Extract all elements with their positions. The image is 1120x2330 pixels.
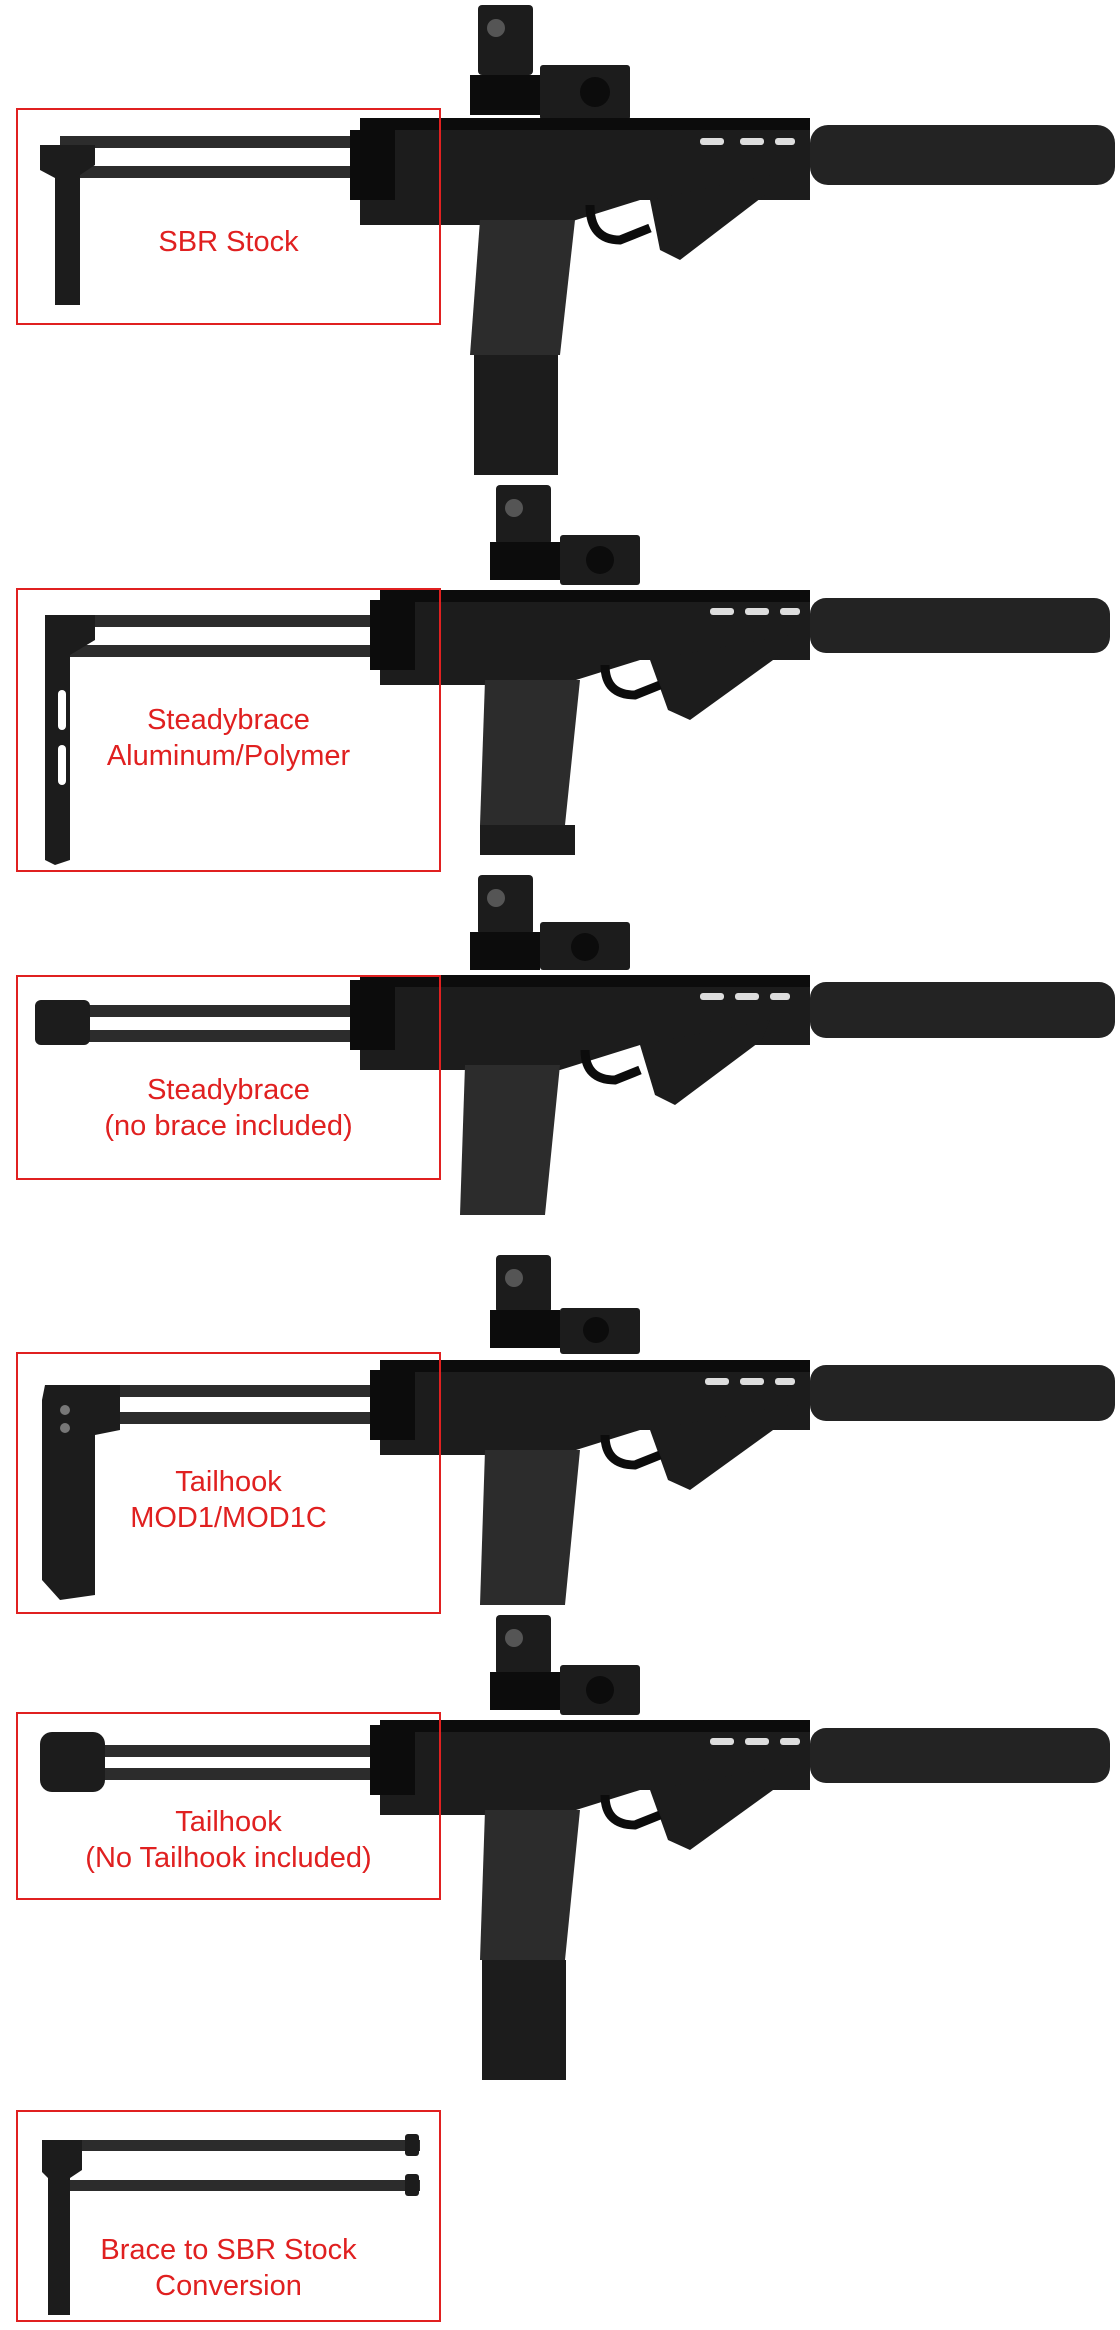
rifle-tailhook-mod1 [42,1255,1115,1605]
tailhook-brace [42,1370,415,1600]
pistol-grip [470,220,575,355]
rifle-steadybrace-no-brace [35,875,1115,1215]
red-dot-sight [470,875,630,970]
angled-foregrip [650,175,770,260]
red-dot-sight [470,5,630,120]
label-box-conversion: Brace to SBR Stock Conversion [16,2110,441,2322]
magazine [482,1960,566,2080]
label-box-tailhook-mod1: Tailhook MOD1/MOD1C [16,1352,441,1614]
conversion-kit [42,2134,420,2315]
label-tailhook-mod1: Tailhook MOD1/MOD1C [130,1466,327,1534]
receiver [380,1372,810,1455]
red-dot-sight [490,485,640,585]
pistol-grip [480,680,580,825]
angled-foregrip [650,1765,790,1850]
suppressor [810,598,1110,653]
magazine [474,355,558,475]
pistol-grip [480,1810,580,1960]
sbr-stock [40,130,395,305]
brace-mount-arm [35,980,395,1050]
suppressor [810,125,1115,185]
angled-foregrip [640,1020,770,1105]
angled-foregrip [650,635,790,720]
pistol-grip [460,1065,560,1215]
receiver [380,602,810,685]
trigger-guard [600,664,662,700]
trigger-guard [600,1434,662,1470]
label-box-steadybrace-aluminum-polymer: Steadybrace Aluminum/Polymer [16,588,441,872]
label-box-sbr-stock: SBR Stock [16,108,441,325]
handguard-slots [710,608,800,615]
receiver [380,1732,810,1815]
label-steadybrace-no-brace: Steadybrace (no brace included) [104,1074,353,1142]
receiver [360,130,810,225]
magazine-base [480,825,575,855]
steadybrace-arm [45,600,415,865]
red-dot-sight [490,1255,640,1354]
label-box-steadybrace-no-brace: Steadybrace (no brace included) [16,975,441,1180]
trigger-guard [585,204,652,245]
suppressor [810,1365,1115,1421]
tailhook-mount-arm [40,1725,415,1795]
angled-foregrip [650,1405,790,1490]
label-steadybrace-aluminum-polymer: Steadybrace Aluminum/Polymer [106,704,351,772]
suppressor [810,982,1115,1038]
rifle-steadybrace [45,485,1110,865]
red-dot-sight [490,1615,640,1715]
label-box-tailhook-no-tailhook: Tailhook (No Tailhook included) [16,1712,441,1900]
receiver [360,987,810,1070]
trigger-guard [580,1049,642,1085]
label-tailhook-no-tailhook: Tailhook (No Tailhook included) [85,1806,372,1874]
handguard-slots [705,1378,795,1385]
rifle-sbr-stock [40,5,1115,475]
pistol-grip [480,1450,580,1605]
handguard-slots [700,993,790,1000]
handguard-slots [710,1738,800,1745]
handguard-slots [700,138,795,145]
trigger-guard [600,1794,662,1830]
label-sbr-stock: SBR Stock [158,226,299,258]
suppressor [810,1728,1110,1783]
rifle-tailhook-no-tailhook [40,1615,1110,2080]
label-conversion: Brace to SBR Stock Conversion [100,2234,357,2302]
